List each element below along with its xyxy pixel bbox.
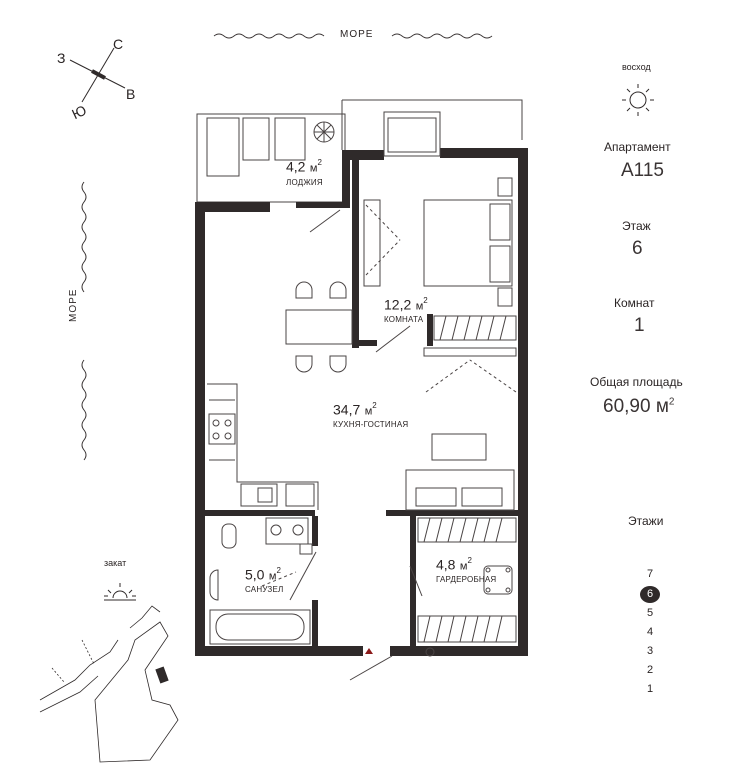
sunrise-icon bbox=[622, 84, 654, 116]
apartment-label: Апартамент bbox=[604, 140, 671, 154]
compass-north: С bbox=[113, 36, 124, 52]
bedroom-area: 12,2 м2 bbox=[384, 296, 428, 313]
sea-label-top: МОРЕ bbox=[340, 29, 374, 40]
floor-item-4[interactable]: 4 bbox=[646, 626, 654, 638]
rooms-value: 1 bbox=[634, 315, 645, 336]
floor-item-7[interactable]: 7 bbox=[646, 568, 654, 580]
floor-item-6[interactable]: 6 bbox=[640, 586, 660, 603]
floor-label: Этаж bbox=[622, 219, 651, 233]
sea-label-left: МОРЕ bbox=[68, 288, 79, 322]
wardrobe-area: 4,8 м2 bbox=[436, 556, 472, 573]
floor-item-5[interactable]: 5 bbox=[646, 607, 654, 619]
living-area: 34,7 м2 bbox=[333, 401, 377, 418]
floor-item-3[interactable]: 3 bbox=[646, 645, 654, 657]
sunset-label: закат bbox=[104, 558, 127, 568]
total-area-value: 60,90 м2 bbox=[603, 396, 675, 417]
compass-icon bbox=[69, 47, 126, 103]
floor-item-2[interactable]: 2 bbox=[646, 664, 654, 676]
floors-label: Этажи bbox=[628, 514, 664, 528]
total-area-sup: 2 bbox=[668, 396, 675, 408]
sunrise-label: восход bbox=[622, 62, 651, 72]
living-name: КУХНЯ-ГОСТИНАЯ bbox=[333, 420, 409, 429]
loggia-area: 4,2 м2 bbox=[286, 158, 322, 175]
sea-waves-top bbox=[213, 33, 493, 39]
apartment-plan bbox=[195, 99, 528, 681]
bathroom-name: САНУЗЕЛ bbox=[245, 585, 284, 594]
sunset-icon bbox=[104, 583, 136, 601]
floor-item-1[interactable]: 1 bbox=[646, 683, 654, 695]
compass-east: В bbox=[126, 86, 136, 102]
entrance-marker-icon bbox=[365, 648, 373, 654]
floor-value: 6 bbox=[632, 238, 643, 259]
compass-west: З bbox=[57, 50, 66, 66]
rooms-label: Комнат bbox=[614, 296, 655, 310]
loggia-name: ЛОДЖИЯ bbox=[286, 178, 323, 187]
sea-waves-left bbox=[81, 181, 87, 461]
wardrobe-name: ГАРДЕРОБНАЯ bbox=[436, 575, 497, 584]
bathroom-area: 5,0 м2 bbox=[245, 566, 281, 583]
total-area-label: Общая площадь bbox=[590, 375, 683, 389]
apartment-value: А115 bbox=[621, 160, 664, 181]
bedroom-name: КОМНАТА bbox=[384, 315, 424, 324]
site-map bbox=[39, 605, 179, 763]
